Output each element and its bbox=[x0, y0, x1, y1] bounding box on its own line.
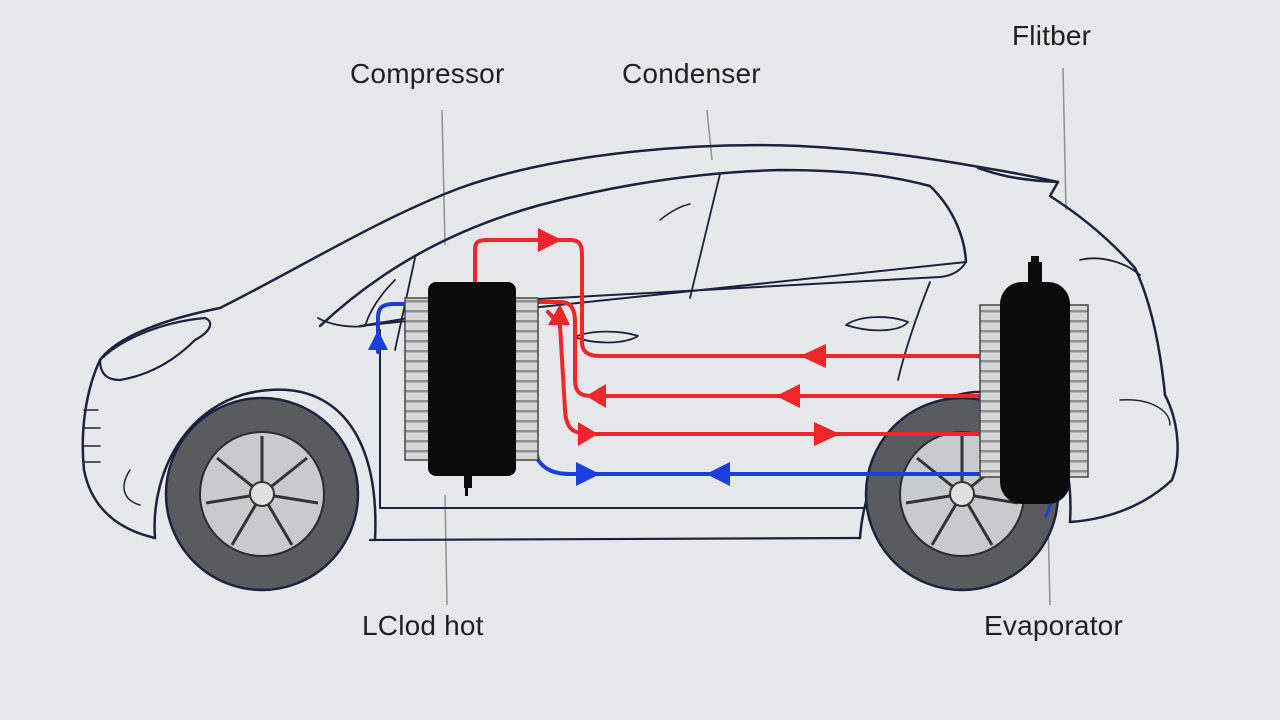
cold-line-front bbox=[376, 302, 432, 354]
arrow-icon bbox=[800, 344, 826, 368]
arrow-icon bbox=[368, 330, 388, 350]
arrow-icon bbox=[578, 422, 598, 446]
arrow-icon bbox=[548, 304, 570, 325]
flow-arrows bbox=[368, 228, 840, 486]
condenser-leader bbox=[706, 109, 713, 161]
condenser-unit bbox=[404, 282, 539, 496]
condenser-label: Condenser bbox=[622, 58, 761, 89]
arrow-icon bbox=[776, 384, 800, 408]
filter-label: Flitber bbox=[1012, 20, 1092, 51]
hot-line-top bbox=[473, 238, 997, 358]
compressor-body bbox=[428, 282, 516, 476]
arrow-icon bbox=[576, 462, 600, 486]
evaporator-unit bbox=[979, 256, 1089, 504]
arrow-icon bbox=[538, 228, 562, 252]
evaporator-label: Evaporator bbox=[984, 610, 1123, 641]
front-wheel bbox=[164, 396, 360, 592]
evaporator-body bbox=[1000, 282, 1070, 504]
bottom-left-label: LClod hot bbox=[362, 610, 484, 641]
filter-leader bbox=[1062, 67, 1067, 211]
arrow-icon bbox=[814, 422, 840, 446]
hot-line-middle bbox=[513, 300, 997, 398]
arrow-icon bbox=[706, 462, 730, 486]
car-outline bbox=[81, 143, 1179, 542]
compressor-leader bbox=[441, 109, 446, 246]
arrow-icon bbox=[586, 384, 606, 408]
bottom-left-leader bbox=[444, 494, 448, 606]
compressor-label: Compressor bbox=[350, 58, 505, 89]
